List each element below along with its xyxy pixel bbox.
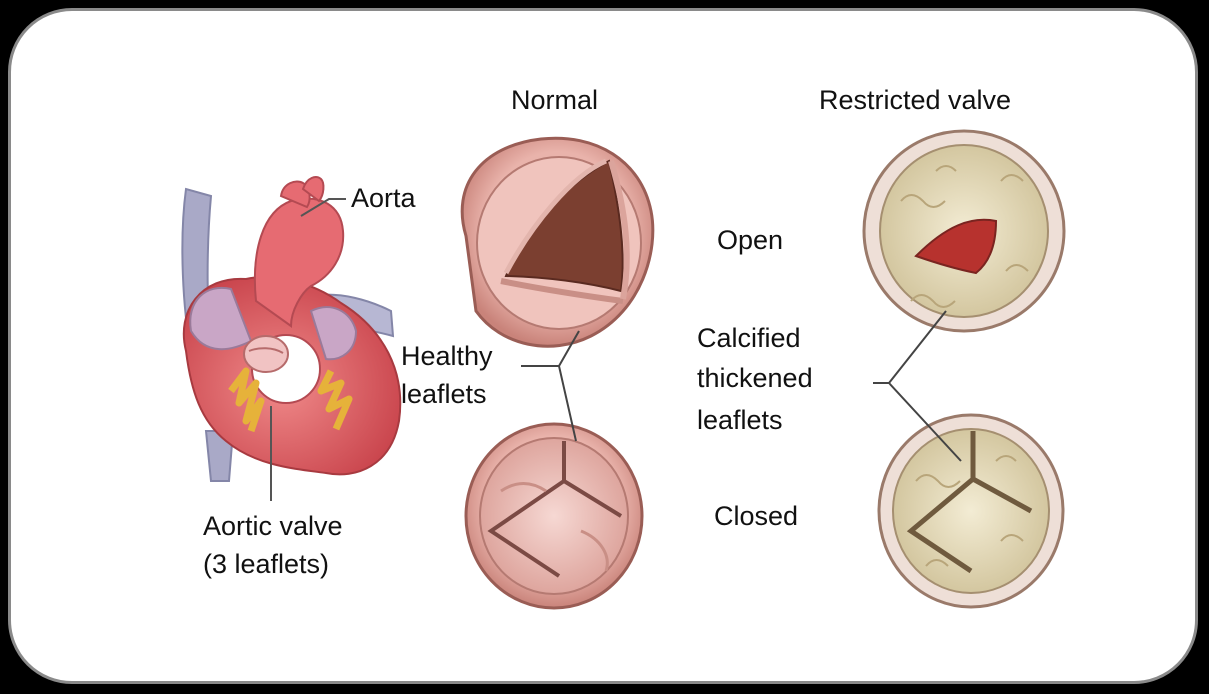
normal-open-valve xyxy=(462,138,653,346)
label-calcified-line3: leaflets xyxy=(697,403,783,437)
label-calcified-line1: Calcified xyxy=(697,321,801,355)
label-aortic-valve-line1: Aortic valve xyxy=(203,509,343,543)
heading-restricted-valve: Restricted valve xyxy=(819,83,1011,117)
label-open: Open xyxy=(717,223,783,257)
label-aortic-valve-line2: (3 leaflets) xyxy=(203,547,329,581)
valve-illustration xyxy=(11,11,1198,684)
label-closed: Closed xyxy=(714,499,798,533)
diagram-frame: Normal Restricted valve Aorta Open Close… xyxy=(8,8,1198,684)
restricted-open-valve xyxy=(864,131,1064,331)
label-healthy-line2: leaflets xyxy=(401,377,487,411)
restricted-closed-valve xyxy=(879,415,1063,607)
heart-illustration xyxy=(182,177,400,501)
label-aorta: Aorta xyxy=(351,181,416,215)
label-healthy-line1: Healthy xyxy=(401,339,493,373)
normal-closed-valve xyxy=(466,424,642,608)
label-calcified-line2: thickened xyxy=(697,361,813,395)
heading-normal: Normal xyxy=(511,83,598,117)
